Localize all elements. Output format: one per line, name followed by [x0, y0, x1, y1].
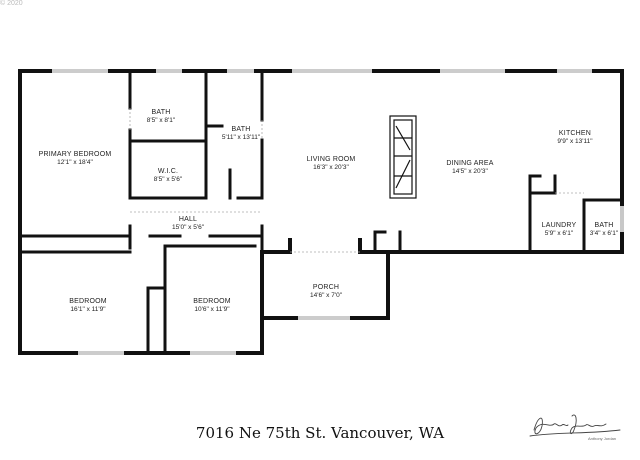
dashed-openings: [129, 108, 584, 253]
room-dimensions: 5'11" x 13'11": [221, 134, 261, 142]
room-bedroom-2: BEDROOM 10'6" x 11'9": [193, 298, 231, 314]
room-name: BEDROOM: [193, 298, 231, 305]
room-dimensions: 3'4" x 6'1": [589, 230, 619, 238]
signature-logo-icon: Anthony Jordan: [529, 414, 621, 441]
room-dimensions: 8'5" x 8'1": [146, 117, 176, 125]
kitchen-island-icon: [389, 115, 417, 199]
interior-walls: [18, 69, 624, 355]
room-dimensions: 16'1" x 11'9": [70, 306, 106, 314]
room-primary-bedroom: PRIMARY BEDROOM 12'1" x 18'4": [39, 151, 112, 167]
room-living-room: LIVING ROOM 16'3" x 20'3": [307, 156, 356, 172]
room-name: PORCH: [312, 284, 340, 291]
room-name: LAUNDRY: [541, 222, 577, 229]
room-bath-3: BATH 3'4" x 6'1": [590, 222, 618, 238]
room-dimensions: 10'6" x 11'9": [194, 306, 230, 314]
room-dimensions: 5'9" x 6'1": [544, 230, 574, 238]
room-name: BEDROOM: [69, 298, 107, 305]
room-dimensions: 16'3" x 20'3": [313, 164, 349, 172]
signature-caption: Anthony Jordan: [588, 436, 616, 441]
room-dimensions: 15'0" x 5'6": [171, 224, 205, 232]
room-laundry: LAUNDRY 5'9" x 6'1": [542, 222, 577, 238]
room-name: BATH: [151, 109, 171, 116]
room-porch: PORCH 14'6" x 7'0": [310, 284, 342, 300]
room-wic: W.I.C. 8'5" x 5'6": [154, 168, 182, 184]
room-name: BATH: [594, 222, 614, 229]
property-address: 7016 Ne 75th St. Vancouver, WA: [195, 424, 445, 442]
copyright-text: © 2020: [0, 0, 23, 7]
exterior-walls: [18, 69, 624, 355]
room-name: KITCHEN: [558, 130, 592, 137]
window-frames: [52, 69, 624, 355]
windows: [52, 69, 624, 355]
room-bath-1: BATH 8'5" x 8'1": [147, 109, 175, 125]
room-name: BATH: [231, 126, 251, 133]
room-dimensions: 8'5" x 5'6": [153, 176, 183, 184]
room-dimensions: 14'6" x 7'0": [309, 292, 343, 300]
room-name: DINING AREA: [446, 160, 494, 167]
room-hall: HALL 15'0" x 5'6": [172, 216, 204, 232]
room-name: HALL: [178, 216, 198, 223]
room-dimensions: 12'1" x 18'4": [57, 159, 93, 167]
room-name: PRIMARY BEDROOM: [38, 151, 112, 158]
room-dining-area: DINING AREA 14'5" x 20'3": [446, 160, 493, 176]
room-name: LIVING ROOM: [306, 156, 356, 163]
room-dimensions: 14'5" x 20'3": [452, 168, 488, 176]
room-name: W.I.C.: [157, 168, 179, 175]
room-bath-2: BATH 5'11" x 13'11": [222, 126, 260, 142]
room-dimensions: 9'9" x 13'11": [557, 138, 593, 146]
room-bedroom-1: BEDROOM 16'1" x 11'9": [69, 298, 107, 314]
room-kitchen: KITCHEN 9'9" x 13'11": [557, 130, 592, 146]
